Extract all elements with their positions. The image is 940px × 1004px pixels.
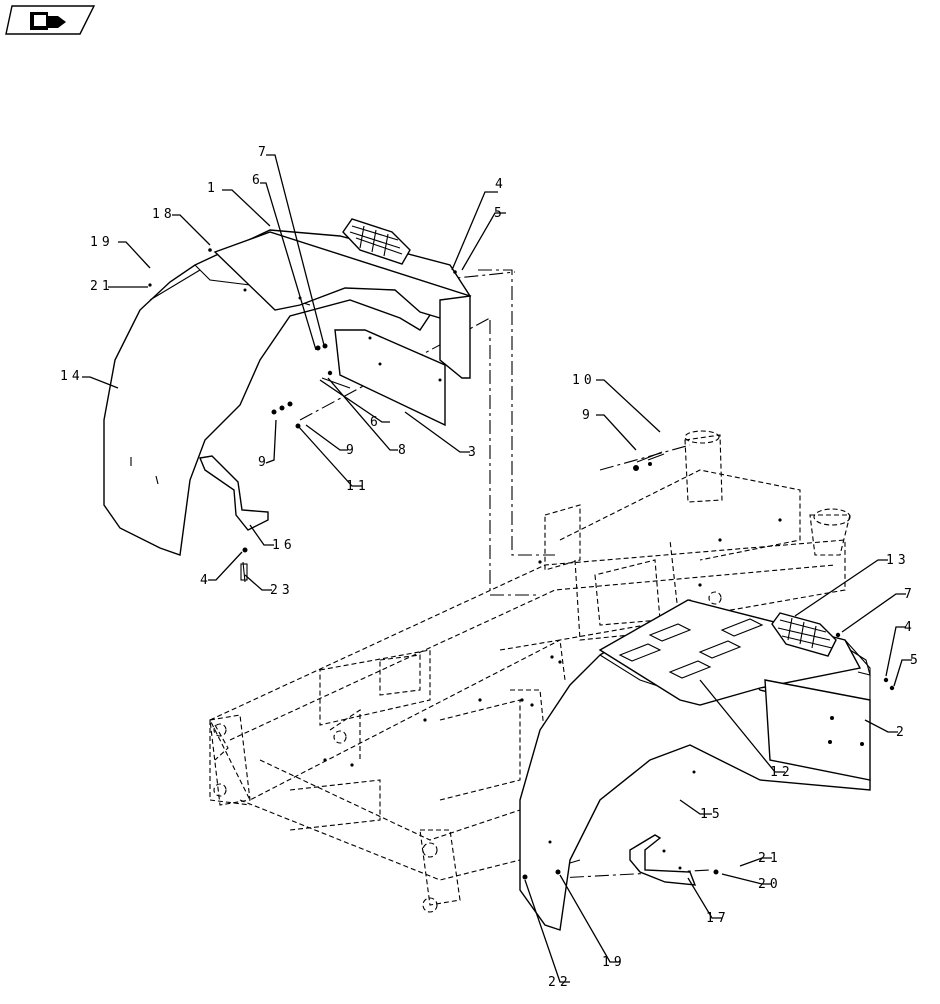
callout-labels: 7 6 1 18 19 21 14 4 5 9 9 8 6 11 3 16 4 … bbox=[60, 145, 922, 990]
left-side-bracket bbox=[334, 329, 446, 427]
left-deck-plate bbox=[213, 231, 472, 319]
callout-20: 20 bbox=[758, 877, 782, 892]
left-step-pad bbox=[342, 218, 411, 265]
callout-4: 4 bbox=[904, 620, 916, 635]
callout-15: 15 bbox=[700, 807, 724, 822]
callout-9: 9 bbox=[346, 443, 358, 458]
callout-9: 9 bbox=[258, 455, 270, 470]
chassis-frame bbox=[209, 430, 851, 913]
callout-21: 21 bbox=[758, 851, 782, 866]
callout-10: 10 bbox=[572, 373, 596, 388]
callout-2: 2 bbox=[896, 725, 908, 740]
leader-lines bbox=[82, 154, 912, 983]
callout-8: 8 bbox=[398, 443, 410, 458]
book-arrow-icon[interactable] bbox=[5, 5, 96, 35]
left-mount-bracket bbox=[199, 455, 269, 531]
callout-6: 6 bbox=[252, 173, 264, 188]
callout-5: 5 bbox=[910, 653, 922, 668]
callout-4: 4 bbox=[495, 177, 507, 192]
callout-4: 4 bbox=[200, 573, 212, 588]
callout-19: 19 bbox=[602, 955, 626, 970]
right-deck-plate bbox=[598, 599, 862, 706]
callout-11: 11 bbox=[346, 479, 370, 494]
callout-22: 22 bbox=[548, 975, 572, 990]
right-fender-assembly bbox=[519, 451, 895, 931]
callout-6: 6 bbox=[370, 415, 382, 430]
left-fender-assembly bbox=[103, 218, 472, 583]
right-mount-bracket bbox=[629, 834, 697, 886]
callout-7: 7 bbox=[258, 145, 270, 160]
callout-19: 19 bbox=[90, 235, 114, 250]
callout-13: 13 bbox=[886, 553, 910, 568]
callout-18: 18 bbox=[152, 207, 176, 222]
right-side-bracket bbox=[764, 679, 871, 781]
callout-9: 9 bbox=[582, 408, 594, 423]
right-step-pad bbox=[771, 612, 837, 657]
callout-12: 12 bbox=[770, 765, 794, 780]
callout-5: 5 bbox=[494, 206, 506, 221]
deck-slots bbox=[618, 618, 764, 679]
callout-16: 16 bbox=[272, 538, 296, 553]
callout-1: 1 bbox=[207, 181, 219, 196]
callout-21: 21 bbox=[90, 279, 114, 294]
callout-14: 14 bbox=[60, 369, 84, 384]
callout-17: 17 bbox=[706, 911, 730, 926]
callout-3: 3 bbox=[468, 445, 480, 460]
callout-23: 23 bbox=[270, 583, 294, 598]
left-fender bbox=[103, 229, 472, 556]
callout-7: 7 bbox=[904, 587, 916, 602]
